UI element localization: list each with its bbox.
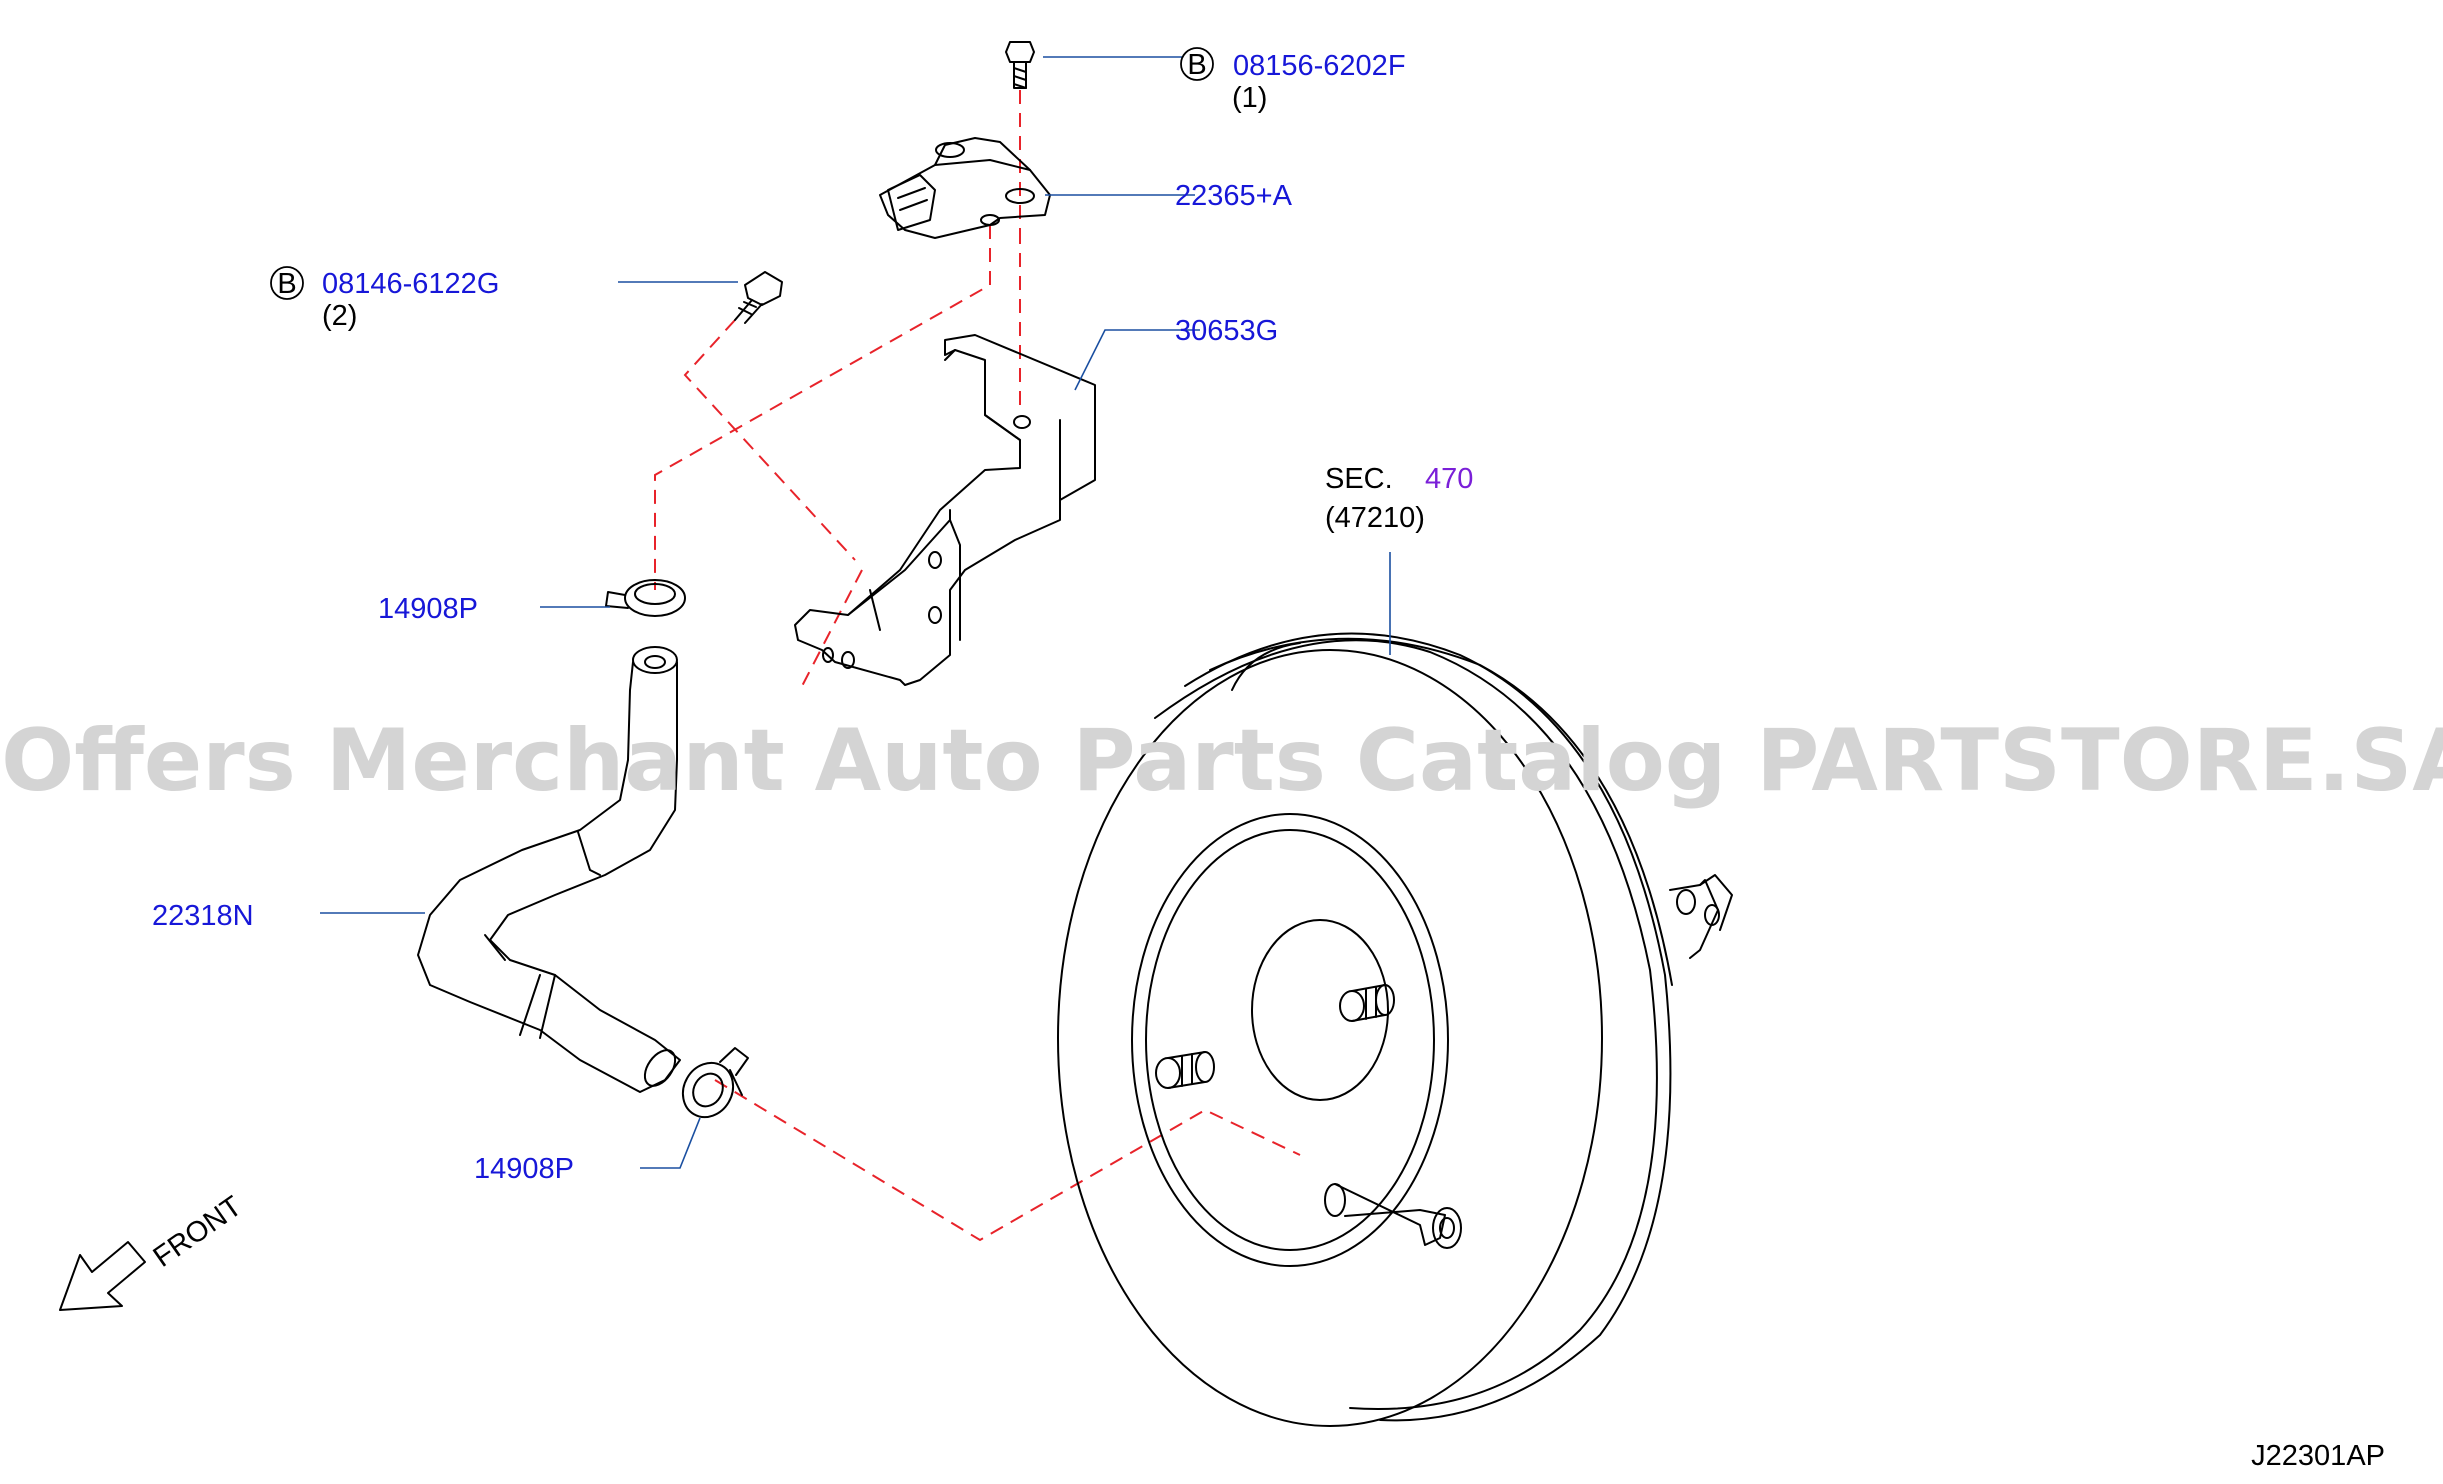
svg-text:B: B — [277, 268, 296, 300]
lower-clamp-icon[interactable] — [673, 1047, 749, 1126]
bolt-2-b-marker: B — [270, 266, 304, 300]
bracket-part-number[interactable]: 30653G — [1175, 315, 1278, 347]
bolt-2-part-number[interactable]: 08146-6122G — [322, 268, 499, 300]
section-prefix: SEC. — [1325, 463, 1393, 495]
bolt-1-b-marker: B — [1180, 47, 1214, 81]
bolt-1-part-number[interactable]: 08156-6202F — [1233, 50, 1406, 82]
brake-booster-icon[interactable] — [1057, 632, 1733, 1427]
vacuum-hose-icon[interactable] — [417, 646, 681, 1093]
section-sub-number: (47210) — [1325, 502, 1425, 534]
bolt-2-icon[interactable] — [734, 271, 783, 324]
bolt-1-icon[interactable] — [1005, 41, 1035, 89]
leader-lines — [320, 56, 1391, 1169]
sensor-part-number[interactable]: 22365+A — [1175, 180, 1293, 212]
bolt-2-quantity: (2) — [322, 300, 357, 332]
hose-part-number[interactable]: 22318N — [152, 900, 254, 932]
watermark-text: Offers Merchant Auto Parts Catalog PARTS… — [1, 711, 2443, 811]
pressure-sensor-icon[interactable] — [879, 137, 1051, 239]
bracket-icon[interactable] — [794, 334, 1096, 686]
svg-text:B: B — [1187, 49, 1206, 81]
front-label: FRONT — [148, 1190, 248, 1274]
assembly-dashed-lines — [654, 90, 1301, 1242]
upper-clamp-part-number[interactable]: 14908P — [378, 593, 478, 625]
front-arrow-icon — [59, 1241, 146, 1311]
lower-clamp-part-number[interactable]: 14908P — [474, 1153, 574, 1185]
bolt-1-quantity: (1) — [1232, 82, 1267, 114]
diagram-code: J22301AP — [2251, 1440, 2385, 1472]
upper-clamp-icon[interactable] — [605, 579, 686, 617]
section-number[interactable]: 470 — [1425, 463, 1473, 495]
